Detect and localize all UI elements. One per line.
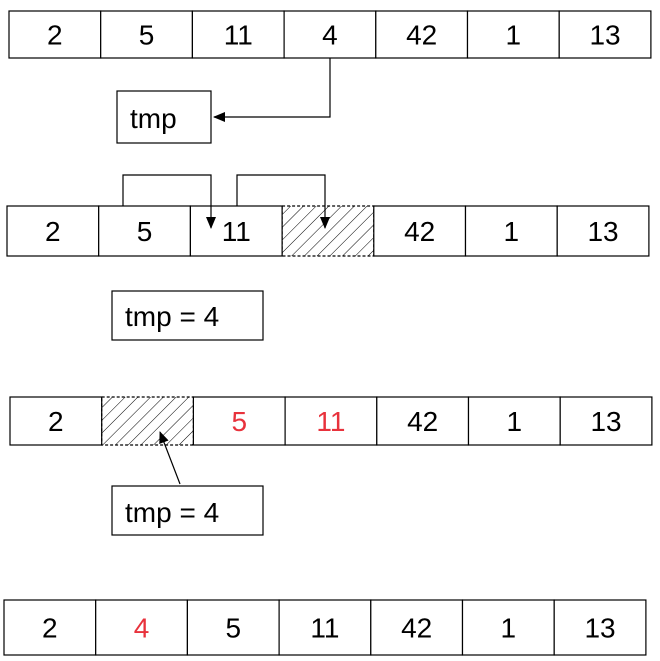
array-cell [3,599,97,656]
array-cell [9,396,103,446]
array-cell-value: 5 [137,216,153,247]
array-cell-value: 4 [134,613,150,644]
arrow-tmp-to-slot [159,431,181,485]
array-cell-value: 4 [322,20,338,51]
array-cell [95,599,188,656]
array-cell-value: 42 [404,216,435,247]
array-cell-value: 13 [584,613,615,644]
arrow-to-tmp [213,58,331,122]
array-cell [556,205,650,257]
array-cell-value: 13 [590,406,621,437]
array-cell-value: 42 [401,613,432,644]
array-row-1: 2 5 11 4 42 1 13 [8,10,652,59]
array-cell-value: 1 [507,406,523,437]
array-cell [464,205,558,257]
arrow-shift-5 [122,174,216,229]
array-row-4: 2 4 5 11 42 1 13 [3,599,647,656]
array-cell [553,599,647,656]
array-cell-value: 2 [45,216,61,247]
tmp-box-label: tmp = 4 [125,301,219,332]
arrows [122,58,331,485]
array-cell [375,10,469,59]
array-cell [6,205,100,257]
array-cell-value: 11 [222,216,251,247]
array-cell-value: 13 [589,20,620,51]
tmp-box-label: tmp = 4 [125,497,219,528]
array-cell-value: 11 [310,613,339,644]
array-cell-value: 2 [47,20,63,51]
array-cell [284,396,378,446]
array-cell [100,10,193,59]
array-cell [98,205,191,257]
array-cell-value: 5 [225,613,241,644]
tmp-box-label: tmp [130,103,177,134]
array-cell-value: 1 [506,20,522,51]
tmp-box-frame [111,290,264,341]
array-cell-value: 11 [316,406,345,437]
arrow-shift-11 [236,174,330,229]
array-cell-value: 1 [504,216,520,247]
array-cell-value: 11 [224,20,253,51]
array-cell [189,205,283,257]
tmp-boxes: tmp tmp = 4 tmp = 4 [111,90,264,536]
array-cell-empty [281,205,375,257]
array-cell [559,396,653,446]
tmp-box-3: tmp = 4 [111,485,264,536]
array-cell-value: 2 [42,613,58,644]
array-cell [186,599,280,656]
tmp-box-frame [116,90,212,144]
array-cell-value: 5 [139,20,155,51]
array-cell [376,396,470,446]
array-cell [467,396,561,446]
array-cell [278,599,372,656]
array-cell-value: 2 [48,406,64,437]
array-cell [191,10,285,59]
array-cell-value: 42 [406,20,437,51]
array-cell [558,10,652,59]
tmp-box-1: tmp [116,90,212,144]
array-row-3: 2 5 11 42 1 13 [9,396,653,446]
array-cell-value: 1 [501,613,517,644]
array-cell-value: 42 [407,406,438,437]
array-cell-value: 13 [587,216,618,247]
array-row-2: 2 5 11 42 1 13 [6,205,650,257]
array-cell [8,10,102,59]
tmp-box-2: tmp = 4 [111,290,264,341]
array-cell [461,599,555,656]
array-cell [466,10,560,59]
array-cell-empty [101,396,194,446]
array-cell-value: 5 [231,406,247,437]
tmp-box-frame [111,485,264,536]
